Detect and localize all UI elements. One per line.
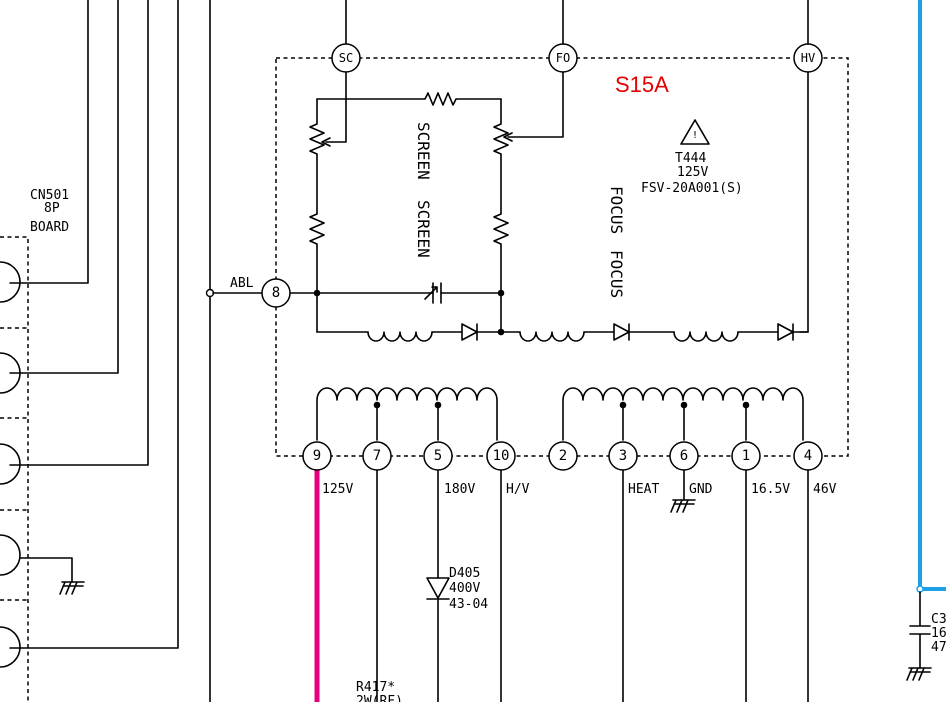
svg-text:6: 6 <box>680 448 688 464</box>
svg-text:7: 7 <box>373 448 381 464</box>
pin-1: 1 <box>731 441 761 471</box>
module-name: S15A <box>615 72 669 97</box>
d405-ref: D405 <box>449 566 480 581</box>
pin-3: 3 <box>608 441 638 471</box>
pin-6: 6 <box>669 441 699 471</box>
label-screen-2: SCREEN <box>414 200 433 258</box>
label-16-5v: 16.5V <box>751 482 790 497</box>
primary-winding-left <box>316 387 498 441</box>
pin-2: 2 <box>548 441 578 471</box>
r417-spec: 2W(RF) <box>356 694 403 702</box>
svg-text:4: 4 <box>804 448 812 464</box>
svg-text:FO: FO <box>556 51 570 65</box>
svg-text:SC: SC <box>339 51 353 65</box>
bottom-pin-row: 9 7 5 10 2 3 6 1 4 <box>302 441 823 471</box>
label-focus-1: FOCUS <box>607 186 626 234</box>
label-heat: HEAT <box>628 482 659 497</box>
label-125v: 125V <box>322 482 353 497</box>
svg-text:1: 1 <box>742 448 750 464</box>
left-connector-region <box>0 0 211 702</box>
label-screen-1: SCREEN <box>414 122 433 180</box>
connector-pins: 8P <box>44 201 60 216</box>
pin-10: 10 <box>486 441 516 471</box>
pin-sc: SC <box>331 43 361 73</box>
pin-5: 5 <box>423 441 453 471</box>
abl-label: ABL <box>230 276 254 291</box>
label-hv: H/V <box>506 482 530 497</box>
connector-ref: CN501 <box>30 188 69 203</box>
part-ref: T444 <box>675 151 706 166</box>
svg-text:9: 9 <box>313 448 321 464</box>
cap-right-line2: 16 <box>931 626 946 641</box>
part-number: FSV-20A001(S) <box>641 181 743 196</box>
ground-icon <box>906 667 932 681</box>
ground-icon <box>670 499 696 513</box>
module-boundary <box>275 57 849 457</box>
d405-voltage: 400V <box>449 581 480 596</box>
label-46v: 46V <box>813 482 837 497</box>
r417-ref: R417* <box>356 680 395 695</box>
svg-text:5: 5 <box>434 448 442 464</box>
d405-part: 43-04 <box>449 597 488 612</box>
pin-7: 7 <box>362 441 392 471</box>
svg-text:3: 3 <box>619 448 627 464</box>
svg-text:!: ! <box>692 130 698 141</box>
label-gnd: GND <box>689 482 713 497</box>
ground-icon <box>59 581 85 595</box>
svg-text:2: 2 <box>559 448 567 464</box>
pin-abl: 8 <box>261 278 291 308</box>
primary-winding-right <box>562 387 804 441</box>
svg-text:10: 10 <box>493 448 510 464</box>
svg-text:HV: HV <box>801 51 815 65</box>
pin-hv: HV <box>793 43 823 73</box>
warning-icon: ! <box>680 119 710 145</box>
label-focus-2: FOCUS <box>607 250 626 298</box>
diode-d405 <box>426 577 450 600</box>
part-rating: 125V <box>677 165 708 180</box>
pin-fo: FO <box>548 43 578 73</box>
connector-name: BOARD <box>30 220 69 235</box>
svg-text:8: 8 <box>272 285 280 301</box>
pin-4: 4 <box>793 441 823 471</box>
cap-right-line1: C3 <box>931 612 946 627</box>
cap-right-line3: 47 <box>931 640 946 655</box>
pin-9: 9 <box>302 441 332 471</box>
resistor-network <box>309 92 513 333</box>
hv-chain <box>316 323 809 342</box>
label-180v: 180V <box>444 482 475 497</box>
blue-trace <box>918 0 946 591</box>
